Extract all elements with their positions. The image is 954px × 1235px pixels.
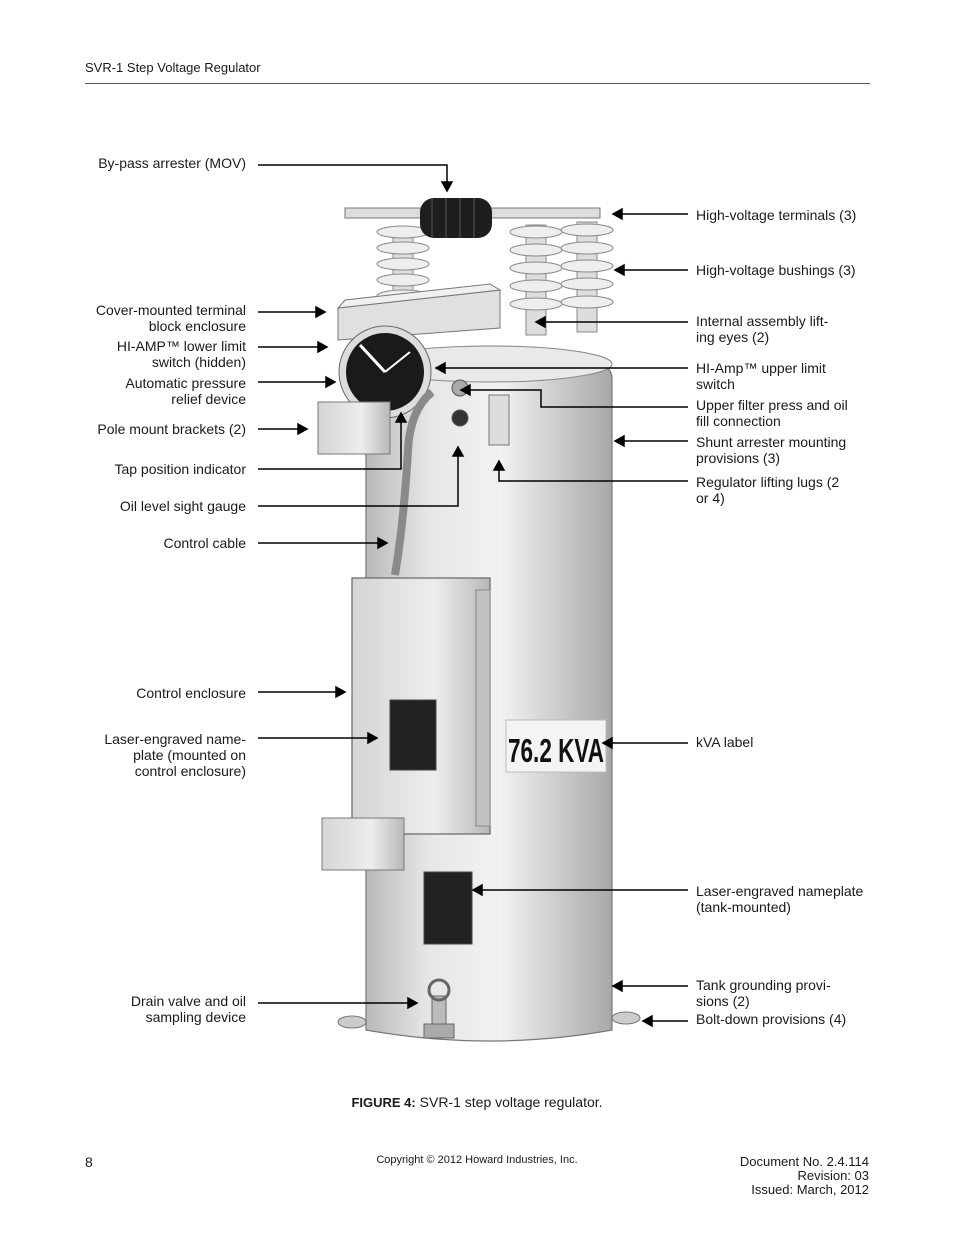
- label-control-cable: Control cable: [163, 535, 247, 551]
- document-number: Document No. 2.4.114: [739, 1154, 869, 1169]
- figure-caption: FIGURE 4: SVR-1 step voltage regulator.: [0, 1094, 954, 1110]
- label-tank-grounding: Tank grounding provi- sions (2): [696, 977, 831, 1009]
- label-pressure-relief: Automatic pressure relief device: [125, 375, 246, 407]
- label-tap-position-indicator: Tap position indicator: [114, 461, 246, 477]
- control-cable: [391, 388, 435, 576]
- kva-label: 76.2 KVA: [505, 719, 607, 773]
- label-filter-press: Upper filter press and oil fill connecti…: [696, 397, 848, 429]
- label-terminal-block-enclosure: Cover-mounted terminal block enclosure: [95, 302, 246, 334]
- label-tank-nameplate: Laser-engraved nameplate (tank-mounted): [696, 883, 864, 915]
- page-number: 8: [85, 1154, 93, 1170]
- bushing-middle: [509, 224, 563, 336]
- label-bolt-down: Bolt-down provisions (4): [696, 1011, 847, 1027]
- lifting-lug: [488, 394, 510, 446]
- label-control-enclosure: Control enclosure: [136, 685, 246, 701]
- running-header: SVR-1 Step Voltage Regulator: [85, 60, 261, 75]
- label-enclosure-nameplate: Laser-engraved name- plate (mounted on c…: [104, 731, 246, 779]
- label-shunt-arrester: Shunt arrester mounting provisions (3): [696, 434, 847, 466]
- bypass-arrester: [344, 198, 601, 238]
- sight-gauge-fitting: [451, 409, 469, 427]
- issued-date: Issued: March, 2012: [751, 1182, 869, 1197]
- label-hv-terminals: High-voltage terminals (3): [696, 207, 857, 223]
- drain-valve: [423, 978, 455, 1039]
- pole-mount-bracket-upper: [317, 401, 391, 455]
- bolt-down-foot-left: [337, 1015, 367, 1029]
- label-lifting-lugs: Regulator lifting lugs (2 or 4): [696, 474, 840, 506]
- copyright: Copyright © 2012 Howard Industries, Inc.: [376, 1154, 578, 1166]
- label-oil-level-sight-gauge: Oil level sight gauge: [119, 498, 246, 514]
- revision: Revision: 03: [797, 1168, 869, 1183]
- leader-lines: [258, 164, 688, 1028]
- tap-position-dial: [338, 325, 432, 419]
- label-lower-limit-switch: HI-AMP™ lower limit switch (hidden): [116, 338, 246, 370]
- label-upper-limit-switch: HI-Amp™ upper limit switch: [696, 360, 826, 392]
- label-kva: kVA label: [696, 734, 754, 750]
- label-hv-bushings: High-voltage bushings (3): [696, 262, 856, 278]
- kva-label-text: 76.2 KVA: [508, 732, 604, 769]
- document-info: Document No. 2.4.114 Revision: 03 Issued…: [740, 1155, 869, 1197]
- label-pole-mount-brackets: Pole mount brackets (2): [97, 421, 246, 437]
- label-drain-valve: Drain valve and oil sampling device: [130, 993, 246, 1025]
- pole-mount-bracket-lower: [321, 817, 405, 871]
- bushing-right: [560, 221, 614, 333]
- label-bypass-arrester: By-pass arrester (MOV): [98, 155, 246, 171]
- control-enclosure: [351, 577, 491, 835]
- tank-nameplate: [423, 871, 473, 945]
- header-rule: [85, 83, 870, 84]
- label-lifting-eyes: Internal assembly lift- ing eyes (2): [696, 313, 829, 345]
- caption-text: SVR-1 step voltage regulator.: [415, 1094, 603, 1110]
- bolt-down-foot-right: [611, 1011, 641, 1025]
- caption-prefix: FIGURE 4:: [351, 1095, 416, 1110]
